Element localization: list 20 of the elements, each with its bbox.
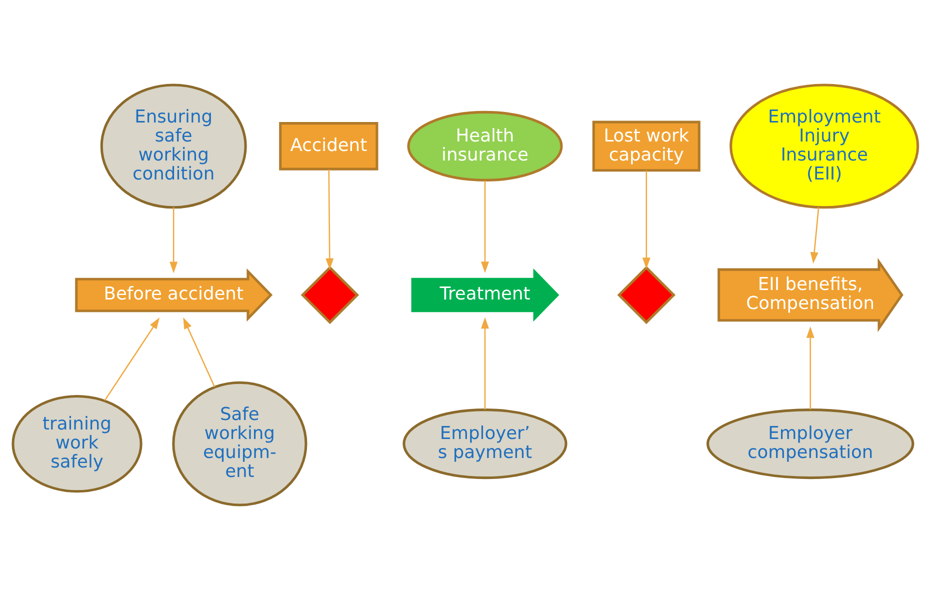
- node-cross: [617, 265, 676, 324]
- node-ellipse: Employer compensation: [706, 408, 914, 479]
- arrow: [480, 316, 489, 410]
- node-ellipse: training work safely: [12, 394, 142, 492]
- arrow: [104, 317, 160, 400]
- arrow: [183, 316, 216, 387]
- node-ellipse: Employer’ s payment: [402, 408, 568, 479]
- node-box: Accident: [279, 122, 378, 170]
- arrow: [642, 170, 650, 269]
- arrow: [810, 206, 820, 264]
- node-ellipse: Employment Injury Insurance (EII): [730, 83, 920, 208]
- node-ellipse: Ensuring safe working condition: [100, 83, 247, 208]
- arrow: [170, 206, 178, 273]
- arrow: [480, 180, 489, 273]
- arrow: [326, 169, 334, 270]
- node-ellipse: Health insurance: [407, 110, 563, 181]
- arrow: [806, 326, 814, 409]
- node-box: Lost work capacity: [592, 120, 700, 172]
- node-cross: [300, 265, 360, 324]
- node-circle: Safe working equipm- ent: [172, 380, 308, 506]
